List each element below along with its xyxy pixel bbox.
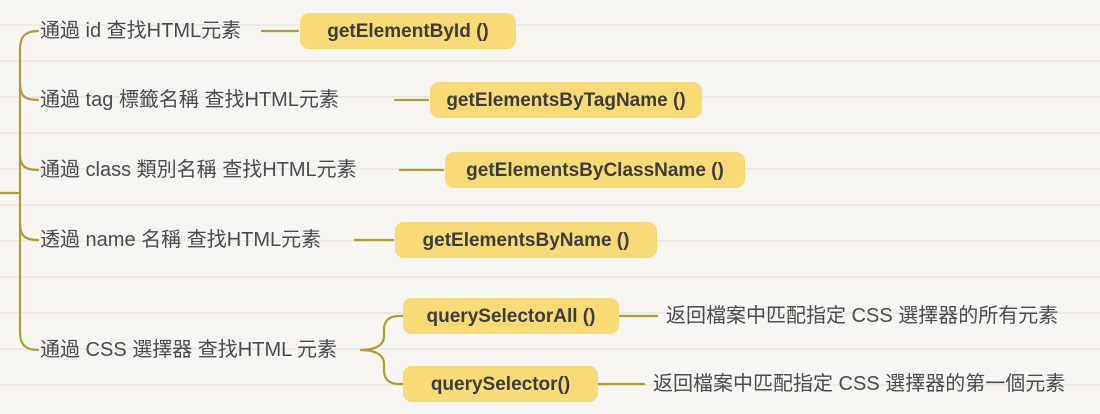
branch-label-class[interactable]: 通過 class 類別名稱 查找HTML元素 bbox=[40, 159, 357, 181]
branch-5-fork-up bbox=[359, 314, 405, 352]
description-queryselectorall: 返回檔案中匹配指定 CSS 選擇器的所有元素 bbox=[666, 305, 1059, 327]
branch-label-name[interactable]: 透過 name 名稱 查找HTML元素 bbox=[40, 229, 322, 251]
method-box-getelementbyid[interactable]: getElementById () bbox=[300, 13, 516, 49]
branch-5-fork-down bbox=[359, 348, 405, 386]
branch-3-curve bbox=[18, 152, 40, 172]
method-box-queryselector[interactable]: querySelector() bbox=[403, 366, 598, 402]
method-box-getelementsbytagname[interactable]: getElementsByTagName () bbox=[430, 82, 702, 118]
method-box-getelementsbyname[interactable]: getElementsByName () bbox=[395, 222, 657, 258]
branch-label-id[interactable]: 通過 id 查找HTML元素 bbox=[40, 20, 242, 42]
branch-label-tag[interactable]: 通過 tag 標籤名稱 查找HTML元素 bbox=[40, 89, 339, 111]
trunk-line bbox=[18, 29, 40, 352]
method-box-getelementsbyclassname[interactable]: getElementsByClassName () bbox=[445, 152, 745, 188]
method-box-queryselectorall[interactable]: querySelectorAll () bbox=[403, 298, 619, 334]
description-queryselector: 返回檔案中匹配指定 CSS 選擇器的第一個元素 bbox=[653, 373, 1066, 395]
branch-2-curve bbox=[18, 82, 40, 102]
branch-4-curve bbox=[18, 222, 40, 242]
branch-label-css-selector[interactable]: 通過 CSS 選擇器 查找HTML 元素 bbox=[40, 339, 338, 361]
